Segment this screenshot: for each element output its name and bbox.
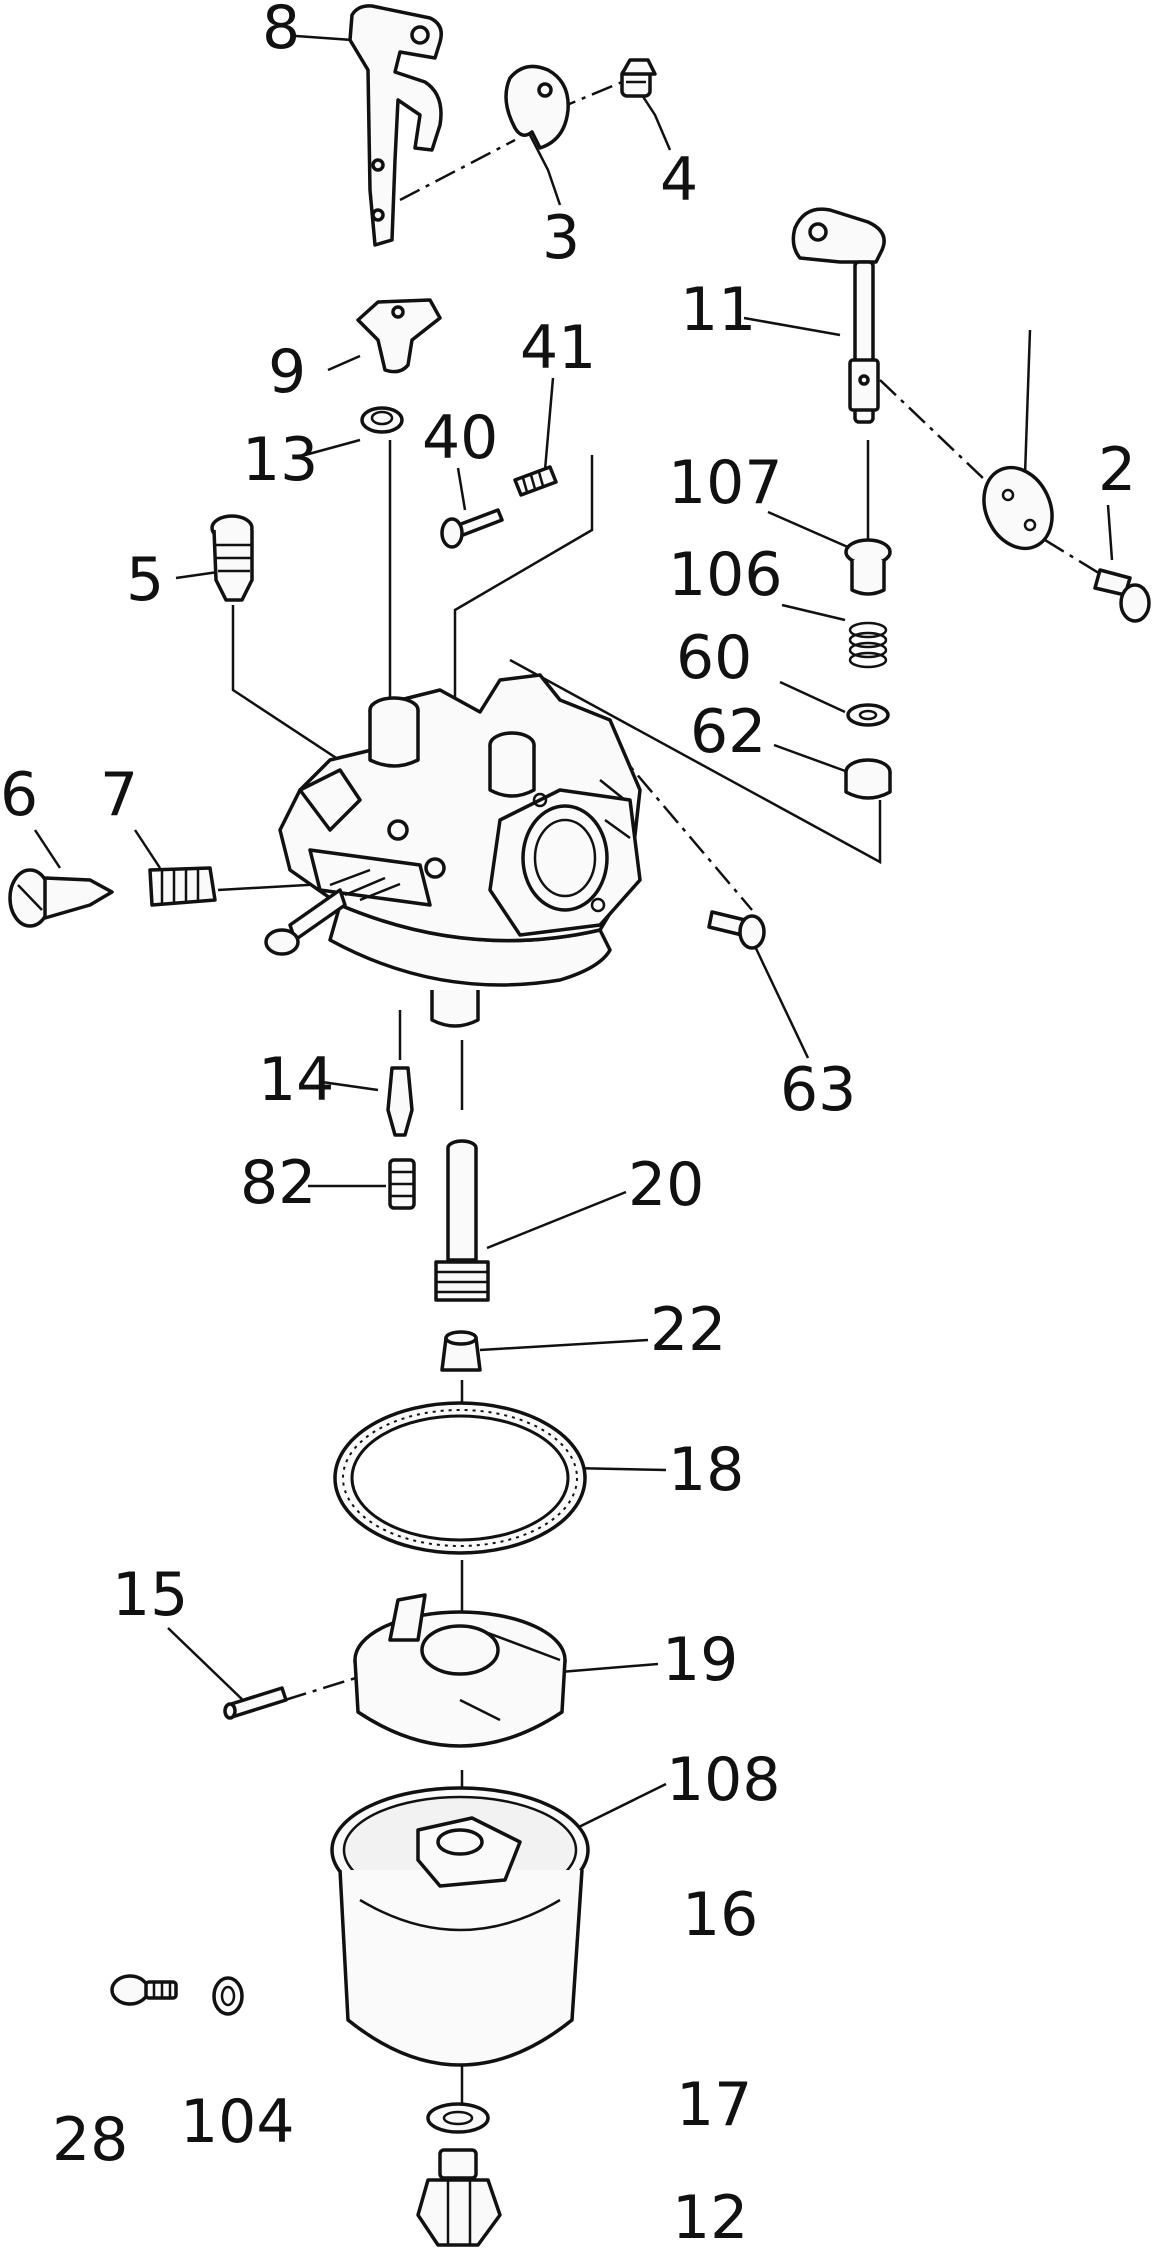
- part-17-washer: [426, 2102, 490, 2134]
- leader-lines: [33, 34, 1114, 1858]
- label-part-82: 82: [240, 1148, 316, 1218]
- carburetor-body: [264, 673, 642, 1028]
- part-20-main-nozzle: [434, 1139, 490, 1302]
- label-part-104: 104: [180, 2087, 295, 2157]
- part-22-main-jet: [440, 1330, 482, 1372]
- label-part-15: 15: [112, 1560, 188, 1630]
- label-part-41: 41: [520, 313, 596, 383]
- alignment-lines: [217, 80, 1111, 2110]
- label-part-13: 13: [242, 425, 318, 495]
- label-part-22: 22: [650, 1295, 726, 1365]
- part-7-spring: [148, 866, 217, 907]
- label-part-40: 40: [422, 403, 498, 473]
- label-part-2: 2: [1098, 435, 1136, 505]
- label-part-62: 62: [690, 697, 766, 767]
- label-part-108: 108: [666, 1745, 781, 1815]
- part-6-mixture-screw: [8, 868, 114, 928]
- label-part-17: 17: [676, 2070, 752, 2140]
- part-28-screw: [110, 1974, 178, 2006]
- label-part-107: 107: [668, 448, 783, 518]
- part-107-bushing: [844, 538, 892, 596]
- part-5-idle-screw: [210, 514, 254, 602]
- label-part-20: 20: [628, 1150, 704, 1220]
- label-part-63: 63: [780, 1055, 856, 1125]
- part-labels: 8 3 4 9 13 40 41 11 2 107 106 60 62 5 6 …: [0, 0, 1136, 2253]
- label-part-3: 3: [542, 203, 580, 273]
- label-part-11: 11: [680, 275, 756, 345]
- label-part-4: 4: [660, 145, 698, 215]
- label-part-6: 6: [0, 760, 38, 830]
- part-12-drain-bolt: [416, 2148, 502, 2247]
- part-40-screw: [440, 508, 504, 549]
- label-part-28: 28: [52, 2105, 128, 2175]
- label-part-8: 8: [262, 0, 300, 63]
- label-part-16: 16: [682, 1880, 758, 1950]
- part-14-needle: [386, 1066, 414, 1137]
- label-part-106: 106: [668, 540, 783, 610]
- part-3-choke-plate: [504, 64, 570, 150]
- part-104-washer: [212, 1976, 244, 2016]
- part-13-seat: [360, 406, 404, 434]
- label-part-12: 12: [672, 2183, 748, 2253]
- label-part-19: 19: [662, 1625, 738, 1695]
- label-part-9: 9: [268, 337, 306, 407]
- part-4-screw: [620, 58, 657, 98]
- part-15-pin: [223, 1686, 288, 1720]
- part-82-spring: [388, 1158, 416, 1210]
- part-62-seal: [844, 758, 892, 800]
- label-part-60: 60: [676, 623, 752, 693]
- label-part-14: 14: [258, 1045, 334, 1115]
- label-part-7: 7: [100, 760, 138, 830]
- label-part-18: 18: [668, 1435, 744, 1505]
- part-18-gasket: [333, 1401, 587, 1555]
- part-8-choke-lever: [348, 4, 443, 247]
- part-11-throttle-shaft: [791, 207, 886, 424]
- part-106-spring: [848, 621, 888, 669]
- part-19-float: [353, 1593, 567, 1748]
- part-2-throttle-plate: [982, 465, 1151, 623]
- part-108-bowl-insert: [416, 1816, 522, 1888]
- part-60-washer: [846, 703, 890, 727]
- part-41-spring: [513, 465, 558, 497]
- label-part-5: 5: [126, 545, 164, 615]
- part-9-cap: [356, 298, 442, 374]
- part-63-screw: [707, 910, 766, 950]
